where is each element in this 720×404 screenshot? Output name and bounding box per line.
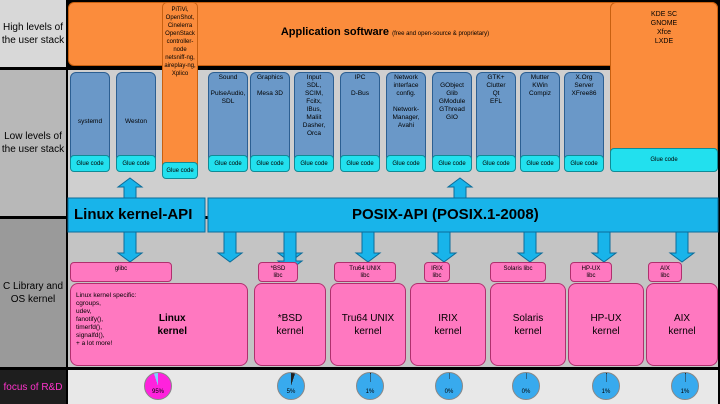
glue-code-box: Glue code <box>70 155 110 172</box>
kernel-label: Solaris kernel <box>512 312 544 337</box>
focus-pie <box>512 372 540 400</box>
label-low-levels-text: Low levels of the user stack <box>1 131 65 155</box>
libc-box: AIX libc <box>648 262 682 282</box>
middleware-column-label: Weston <box>125 118 147 125</box>
focus-pie-label: 1% <box>601 389 611 395</box>
glue-code-box: Glue code <box>208 155 248 172</box>
pitivi-column <box>162 2 198 174</box>
kernel-label: *BSD kernel <box>276 312 304 337</box>
glue-code-box: Glue code <box>564 155 604 172</box>
focus-pie-label: 95% <box>151 389 164 395</box>
middleware-column-label: Mutter KWin Compiz <box>528 74 552 97</box>
glue-code-box: Glue code <box>340 155 380 172</box>
arrow-posix-up <box>446 177 474 199</box>
libc-box: IRIX libc <box>424 262 450 282</box>
kernel-box: Tru64 UNIX kernel <box>330 283 406 366</box>
focus-pie <box>435 372 463 400</box>
libc-box: Solaris libc <box>490 262 546 282</box>
arrow-posix-down <box>430 231 458 263</box>
glue-code-pitivi: Glue code <box>162 162 198 179</box>
focus-pie <box>144 372 172 400</box>
libc-box: glibc <box>70 262 172 282</box>
kernel-label: Tru64 UNIX kernel <box>341 312 395 337</box>
middleware-column-label: Network interface config. Network- Manag… <box>392 74 420 129</box>
posix-api-bar <box>207 197 719 233</box>
focus-pie-label: 1% <box>680 389 690 395</box>
arrow-linux-down <box>116 231 144 263</box>
middleware-column-label: Graphics Mesa 3D <box>256 74 283 97</box>
middleware-column-label: Input SDL, SCIM, Fcitx, IBus, Maliit Das… <box>302 74 326 137</box>
glue-code-box: Glue code <box>250 155 290 172</box>
arrow-posix-down <box>668 231 696 263</box>
focus-pie <box>277 372 305 400</box>
arrow-linux-up <box>116 177 144 199</box>
kernel-box: AIX kernel <box>646 283 718 366</box>
focus-pie-label: 5% <box>286 389 296 395</box>
glue-code-box: Glue code <box>520 155 560 172</box>
kernel-label: AIX kernel <box>668 312 696 337</box>
pitivi-column-label: PiTiVi, OpenShot, Cinelerra OpenStack co… <box>164 7 196 77</box>
libc-box: *BSD libc <box>258 262 298 282</box>
middleware-column-label: GTK+ Clutter Qt EFL <box>486 74 506 105</box>
focus-pie <box>671 372 699 400</box>
kernel-box: Linux kernel <box>70 283 248 366</box>
middleware-column-label: X.Org Server XFree86 <box>571 74 597 97</box>
arrow-posix-down <box>590 231 618 263</box>
glue-code-desktop: Glue code <box>610 148 718 172</box>
label-high-levels-text: High levels of the user stack <box>1 21 65 46</box>
kernel-label: HP-UX kernel <box>590 312 622 337</box>
middleware-column-label: GObject Glib GModule GThread GIO <box>438 82 466 121</box>
arrow-posix-down <box>516 231 544 263</box>
kernel-box: *BSD kernel <box>254 283 326 366</box>
kernel-box: IRIX kernel <box>410 283 486 366</box>
application-software-title: Application software (free and open-sour… <box>160 26 610 38</box>
linux-specific-features: Linux kernel specific: cgroups, udev, fa… <box>76 292 137 347</box>
focus-pie <box>356 372 384 400</box>
glue-code-box: Glue code <box>476 155 516 172</box>
label-low-levels: Low levels of the user stack <box>0 70 66 216</box>
arrow-posix-down <box>216 231 244 263</box>
glue-code-box: Glue code <box>116 155 156 172</box>
focus-pie-label: 1% <box>365 389 375 395</box>
linux-api-bar <box>67 197 206 233</box>
kernel-label: IRIX kernel <box>434 312 462 337</box>
posix-api-label: POSIX-API (POSIX.1-2008) <box>352 206 539 223</box>
focus-pie <box>592 372 620 400</box>
libc-box: HP-UX libc <box>570 262 612 282</box>
arrow-posix-down <box>354 231 382 263</box>
label-clib-kernel: C Library and OS kernel <box>0 219 66 367</box>
libc-box: Tru64 UNIX libc <box>334 262 396 282</box>
glue-code-box: Glue code <box>386 155 426 172</box>
label-focus: focus of R&D <box>0 370 66 404</box>
label-focus-text: focus of R&D <box>3 381 63 393</box>
middleware-column-label: Sound PulseAudio, SDL <box>210 74 246 105</box>
kernel-box: HP-UX kernel <box>568 283 644 366</box>
desktop-environments-label: KDE SC GNOME Xfce LXDE <box>650 11 678 45</box>
app-subtitle-text: (free and open-source & proprietary) <box>392 31 490 37</box>
app-title-text: Application software <box>280 26 390 38</box>
glue-code-box: Glue code <box>432 155 472 172</box>
focus-pie-label: 0% <box>444 389 454 395</box>
middleware-column-label: systemd <box>77 118 103 125</box>
middleware-column-label: IPC D-Bus <box>350 74 370 97</box>
kernel-label: Linux kernel <box>157 312 187 337</box>
focus-pie-label: 0% <box>521 389 531 395</box>
label-clib-kernel-text: C Library and OS kernel <box>2 281 64 305</box>
linux-kernel-api-label: Linux kernel-API <box>74 206 193 223</box>
glue-code-box: Glue code <box>294 155 334 172</box>
label-high-levels: High levels of the user stack <box>0 0 66 67</box>
kernel-box: Solaris kernel <box>490 283 566 366</box>
